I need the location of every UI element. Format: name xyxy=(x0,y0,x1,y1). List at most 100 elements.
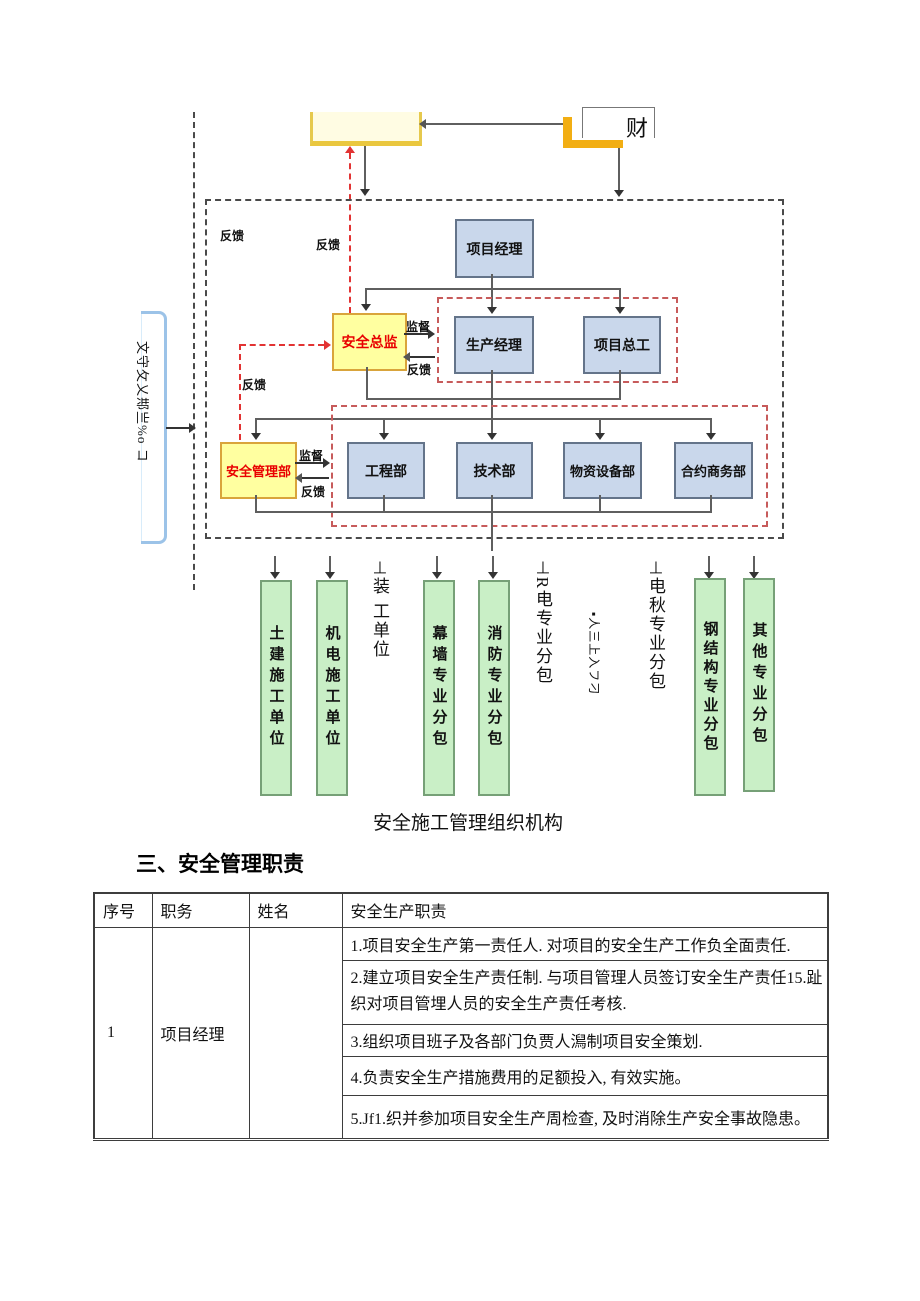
section-heading: 三、安全管理职责 xyxy=(136,853,304,876)
top-right-amber-corner xyxy=(563,117,572,148)
connector xyxy=(599,495,601,513)
feedback-arrow-line xyxy=(301,477,329,479)
header-name: 姓名 xyxy=(248,892,343,928)
connector xyxy=(710,418,712,434)
supervise-label: 监督 xyxy=(406,320,431,334)
connector xyxy=(491,274,493,290)
green-box-civil-construction-unit: 土建施工单位 xyxy=(260,580,292,796)
connector xyxy=(491,495,493,513)
header-duties: 安全生产职责 xyxy=(341,892,829,928)
green-box-fire-protection-subcontract: 消防专业分包 xyxy=(478,580,510,796)
text-column-decoration-unit: ⊣装 工单位 xyxy=(370,560,389,660)
feedback-label: 反馈 xyxy=(407,363,432,377)
feedback-arrow-line xyxy=(409,356,435,358)
node-safety-director: 安全总监 xyxy=(332,313,407,371)
cell-name xyxy=(248,926,343,1140)
connector xyxy=(619,370,621,400)
node-technical-dept: 技术部 xyxy=(456,442,533,499)
green-box-label: 土建施工单位 xyxy=(267,625,284,751)
connector xyxy=(255,495,257,513)
cell-position: 项目经理 xyxy=(151,926,250,1140)
connector xyxy=(255,418,712,420)
cell-duty: 4.负责安全生产措施费用的足额投入, 有效实施。 xyxy=(341,1055,829,1096)
arrowhead-down-icon xyxy=(487,307,497,314)
node-label: 合约商务部 xyxy=(680,464,746,479)
node-safety-management-dept: 安全管理部 xyxy=(220,442,297,499)
arrowhead-down-icon xyxy=(270,572,280,579)
node-label: 安全总监 xyxy=(341,334,398,350)
table-row: 2.建立项目安全生产责任制. 与项目管理人员签订安全生产责任15.趾织对项目管埋… xyxy=(94,959,829,1025)
red-feedback-line-horizontal xyxy=(240,344,324,346)
arrowhead-left-icon xyxy=(295,473,302,483)
connector xyxy=(491,370,493,420)
arrowhead-down-icon xyxy=(432,572,442,579)
node-label: 安全管理部 xyxy=(225,464,291,479)
green-box-label: 幕墙专业分包 xyxy=(430,625,447,751)
departments-red-dashed-frame xyxy=(331,405,768,527)
feedback-label: 反馈 xyxy=(316,238,341,252)
top-right-amber-corner-bar xyxy=(563,140,623,148)
table-row: 4.负责安全生产措施费用的足额投入, 有效实施。 xyxy=(94,1055,829,1096)
red-feedback-line-vertical xyxy=(349,153,351,313)
node-engineering-dept: 工程部 xyxy=(347,442,425,499)
connector xyxy=(491,418,493,434)
finance-clipped-box xyxy=(582,107,655,138)
cell-duty: 5.Jf1.织并参加项目安全生产周检查, 及时消除生产安全事故隐患。 xyxy=(341,1094,829,1140)
red-arrowhead-right-icon xyxy=(324,340,331,350)
arrowhead-down-icon xyxy=(595,433,605,440)
green-box-label: 机电施工单位 xyxy=(323,625,340,751)
arrowhead-down-icon xyxy=(361,304,371,311)
connector xyxy=(710,495,712,513)
connector xyxy=(366,398,621,400)
green-box-curtain-wall-subcontract: 幕墙专业分包 xyxy=(423,580,455,796)
text-column-elevator-sub: ⊣电秋专业分包 xyxy=(646,560,665,691)
connector xyxy=(255,511,712,513)
table-row: 5.Jf1.织并参加项目安全生产周检查, 及时消除生产安全事故隐患。 xyxy=(94,1094,829,1140)
green-box-steel-structure-subcontract: 钢结构专业分包 xyxy=(694,578,726,796)
connector xyxy=(365,288,367,305)
connector xyxy=(491,511,493,551)
red-feedback-line-vertical xyxy=(239,344,241,440)
node-production-manager: 生产经理 xyxy=(454,316,534,374)
table-row: 3.组织项目班子及各部门负贾人澙制项目安全策划. xyxy=(94,1023,829,1057)
supervise-arrow-line xyxy=(404,333,428,335)
arrowhead-down-icon xyxy=(360,189,370,196)
bracket-arrow-line xyxy=(166,427,189,429)
top-left-clipped-box xyxy=(310,112,422,146)
connector xyxy=(492,556,494,573)
connector-right-drop xyxy=(618,148,620,190)
connector xyxy=(329,556,331,573)
node-project-chief-engineer: 项目总工 xyxy=(583,316,661,374)
outer-left-dashed-line xyxy=(193,112,195,590)
arrowhead-right-icon xyxy=(189,423,196,433)
arrowhead-down-icon xyxy=(749,572,759,579)
left-blue-bracket xyxy=(141,311,167,544)
node-project-manager: 项目经理 xyxy=(455,219,534,278)
arrowhead-down-icon xyxy=(704,572,714,579)
node-label: 工程部 xyxy=(365,462,407,479)
green-box-label: 钢结构专业分包 xyxy=(701,620,718,754)
supervise-label: 监督 xyxy=(299,449,324,463)
red-arrowhead-up-icon xyxy=(345,146,355,153)
node-contract-commerce-dept: 合约商务部 xyxy=(674,442,753,499)
node-label: 项目经理 xyxy=(466,240,523,257)
connector xyxy=(255,418,257,434)
connector-left-drop xyxy=(364,146,366,189)
arrowhead-down-icon xyxy=(615,307,625,314)
arrowhead-right-icon xyxy=(323,458,330,468)
responsibilities-table: 序号 职务 姓名 安全生产职责 1 项目经理 1.项目安全生产第一责任人. 对项… xyxy=(93,892,829,1141)
connector xyxy=(753,556,755,573)
node-label: 物资设备部 xyxy=(569,464,635,479)
supervise-arrow-line xyxy=(295,462,323,464)
feedback-label: 反馈 xyxy=(242,378,267,392)
diagram-caption: 安全施工管理组织机构 xyxy=(373,813,564,834)
top-horizontal-connector xyxy=(423,123,563,125)
production-red-dashed-frame xyxy=(437,297,678,383)
node-materials-equipment-dept: 物资设备部 xyxy=(563,442,642,499)
cell-duty: 3.组织项目班子及各部门负贾人澙制项目安全策划. xyxy=(341,1023,829,1057)
node-label: 项目总工 xyxy=(594,337,650,353)
connector xyxy=(365,288,621,290)
connector xyxy=(599,418,601,434)
connector xyxy=(274,556,276,573)
